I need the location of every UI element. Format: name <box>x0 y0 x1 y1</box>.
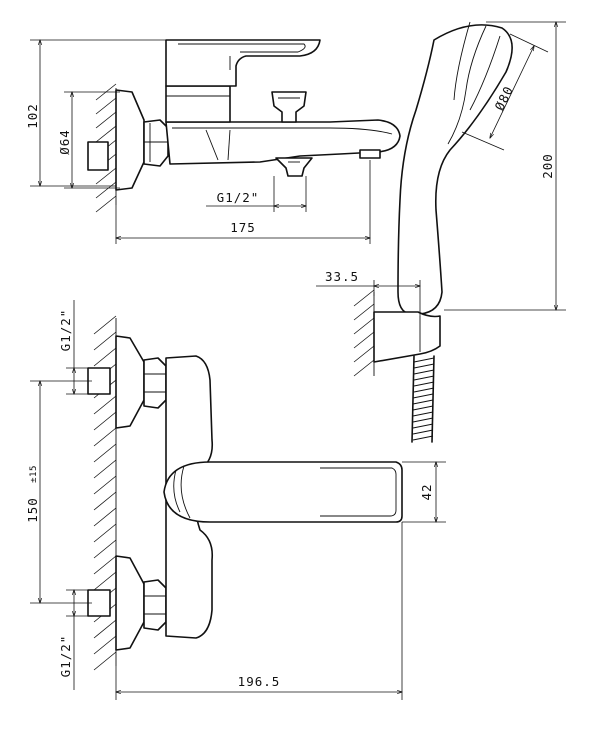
hand-shower-outline <box>397 24 513 315</box>
dim-196-5-label: 196.5 <box>238 674 281 689</box>
shower-holder <box>373 311 441 363</box>
side-wall-flange <box>115 89 145 191</box>
side-view: 102 Ø64 G1/2" 175 <box>25 39 401 244</box>
side-shower-outlet <box>275 157 313 177</box>
hand-shower-view: Ø80 200 33.5 <box>316 22 566 443</box>
side-diverter-knob <box>271 91 307 123</box>
front-flange-top <box>115 335 145 429</box>
dim-33-5-label: 33.5 <box>325 269 359 284</box>
side-column <box>165 85 231 123</box>
front-nut-bottom <box>143 579 167 631</box>
front-lever <box>163 461 403 523</box>
dim-thread-side-label: G1/2" <box>217 190 260 205</box>
dim-thread-side: G1/2" <box>206 176 306 212</box>
shower-hose <box>411 355 435 443</box>
front-nut-top <box>143 357 167 409</box>
dim-thread-front-bottom: G1/2" <box>58 590 110 690</box>
side-inlet-pipe <box>87 141 109 171</box>
dim-175: 175 <box>116 160 370 244</box>
side-mixer-body <box>165 119 401 165</box>
dim-200-label: 200 <box>540 153 555 179</box>
dim-150-tolerance: ±15 <box>29 465 39 483</box>
dim-diameter-64-label: Ø64 <box>57 129 72 155</box>
dim-196-5: 196.5 <box>116 522 402 700</box>
dim-42-label: 42 <box>419 483 434 500</box>
side-lever <box>165 39 321 87</box>
front-view: G1/2" 150 ±15 42 G1/2" <box>25 300 446 700</box>
front-flange-bottom <box>115 555 145 651</box>
side-nut <box>143 119 169 167</box>
dim-150: 150 ±15 <box>25 381 92 603</box>
shower-wall-hatch <box>353 289 375 377</box>
dim-200: 200 <box>444 22 566 310</box>
dim-diameter-64: Ø64 <box>57 92 120 188</box>
side-spout-tip <box>359 149 381 159</box>
dim-33-5: 33.5 <box>316 269 420 316</box>
dim-175-label: 175 <box>230 220 256 235</box>
dim-42: 42 <box>402 462 446 522</box>
dim-102-label: 102 <box>25 103 40 129</box>
dim-thread-front-top-label: G1/2" <box>58 309 73 352</box>
dim-150-label: 150 <box>25 497 40 523</box>
dim-thread-front-bottom-label: G1/2" <box>58 635 73 678</box>
